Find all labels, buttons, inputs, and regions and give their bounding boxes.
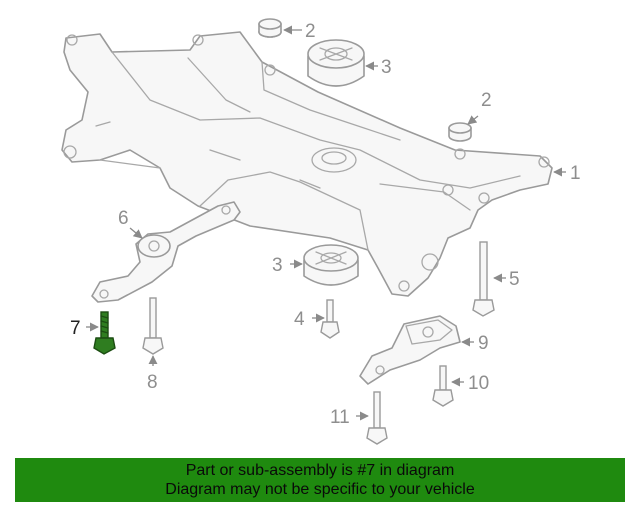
- leader-lines: [86, 25, 566, 421]
- parts-diagram: 2 2 3 1 3 4 5 6 7 8 9 10 11: [61, 18, 581, 445]
- callout-3-upper: 3: [381, 57, 392, 78]
- banner-line-1: Part or sub-assembly is #7 in diagram: [185, 462, 455, 479]
- bushing-washer-upper: [258, 18, 282, 38]
- bolt-part-8: [142, 297, 164, 355]
- callout-11: 11: [330, 407, 350, 428]
- bolt-part-7-highlighted: [93, 311, 116, 355]
- bolt-part-10: [432, 365, 454, 407]
- callout-4: 4: [294, 309, 305, 330]
- callout-7: 7: [70, 318, 81, 339]
- callout-2-upper: 2: [305, 21, 316, 42]
- callout-8: 8: [147, 372, 158, 393]
- mount-bushing-lower: [303, 244, 359, 286]
- bushing-washer-lower: [448, 122, 472, 142]
- callout-9: 9: [478, 333, 489, 354]
- banner-line-2: Diagram may not be specific to your vehi…: [165, 481, 475, 498]
- bolt-part-4: [320, 299, 340, 339]
- callout-2-lower: 2: [481, 90, 492, 111]
- bolt-part-11: [366, 391, 388, 445]
- mount-bushing-upper: [307, 39, 365, 87]
- mount-bracket-arm: [91, 201, 241, 303]
- subframe: [61, 31, 553, 297]
- callout-6: 6: [118, 208, 129, 229]
- support-bracket: [359, 315, 461, 385]
- bolt-part-5: [472, 241, 495, 317]
- part-info-banner: Part or sub-assembly is #7 in diagram Di…: [15, 458, 625, 502]
- callout-10: 10: [468, 373, 489, 394]
- callout-1: 1: [570, 163, 581, 184]
- callout-5: 5: [509, 269, 520, 290]
- callout-3-lower: 3: [272, 255, 283, 276]
